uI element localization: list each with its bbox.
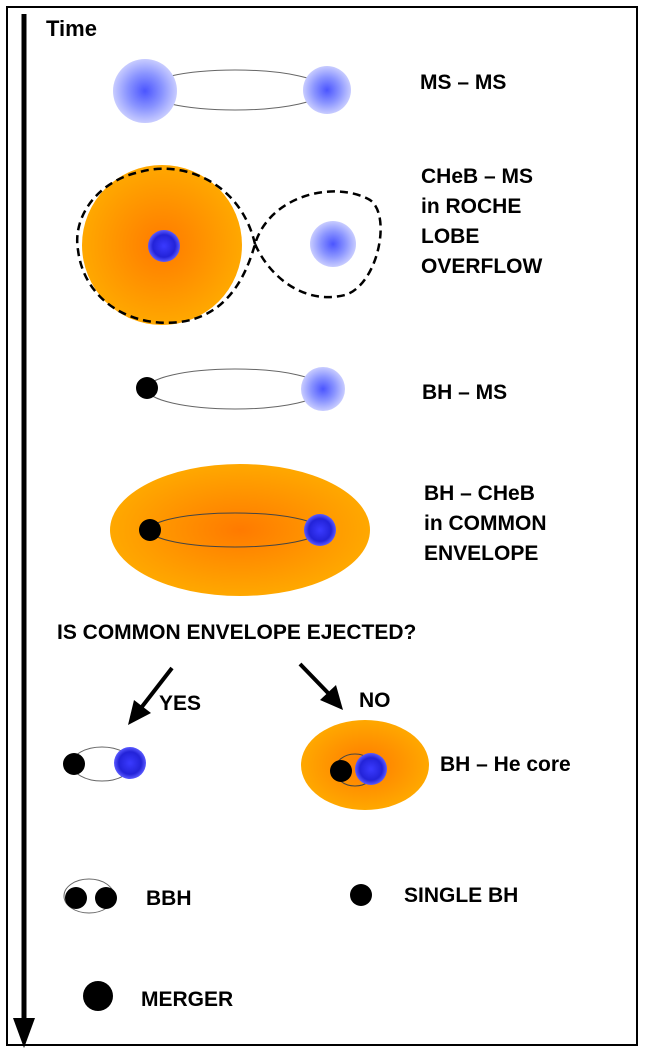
diagram-frame [6,6,638,1046]
stage-label-bh-ms: BH – MS [422,381,508,404]
branch-arrows [128,662,343,725]
time-arrowhead [13,1018,35,1048]
common-envelope [110,464,370,596]
ms-star-primary [113,59,177,123]
he-core [114,747,146,779]
black-hole [330,760,352,782]
he-core [355,753,387,785]
orbit [146,368,324,410]
he-core [304,514,336,546]
ms-star [301,367,345,411]
stage-common-envelope [110,464,370,596]
branch-no-label: NO [359,689,391,712]
ms-star-secondary [303,66,351,114]
time-axis-label: Time [46,16,97,41]
roche-lobe-outline [75,167,382,325]
stage-label-common-envelope: BH – CHeB in COMMON ENVELOPE [424,482,547,565]
no-arrowhead [320,685,343,710]
single-black-hole [350,884,372,906]
time-axis [13,14,35,1048]
black-hole [63,753,85,775]
ms-star [310,221,356,267]
outcome-he-core-label: BH – He core [440,753,571,776]
he-core [148,230,180,262]
stage-bh-ms [136,367,345,411]
merged-black-hole [83,981,113,1011]
stage-label-ms-ms: MS – MS [420,71,507,94]
outcome-merger-label: MERGER [141,988,234,1011]
outcome-bbh-label: BBH [146,887,192,910]
stage-ms-ms [113,59,351,123]
outcome-bbh [63,878,117,914]
black-hole [95,887,117,909]
outcome-single-bh-label: SINGLE BH [404,884,519,907]
yes-arrowhead [128,700,151,725]
outcome-yes-binary [63,746,146,782]
outcome-no-envelope [301,720,429,810]
black-hole [139,519,161,541]
black-hole [136,377,158,399]
stage-roche-lobe [75,165,382,325]
black-hole [65,887,87,909]
stage-label-roche-lobe: CHeB – MS in ROCHE LOBE OVERFLOW [421,165,543,278]
branch-yes-label: YES [159,692,202,715]
question-label: IS COMMON ENVELOPE EJECTED? [57,621,417,644]
